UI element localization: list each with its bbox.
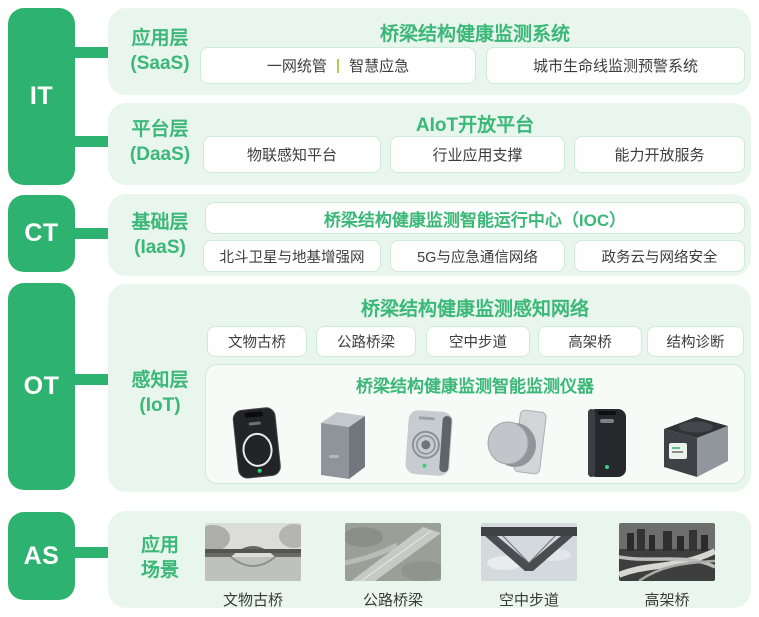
saas-box1-left: 一网统管 — [266, 58, 327, 75]
pillar-sensor-device-icon — [588, 409, 627, 477]
layer-name: 感知层 — [131, 370, 189, 391]
pillar-as-label: AS — [23, 541, 60, 570]
iaas-box-beidou: 北斗卫星与地基增强网 — [203, 240, 381, 272]
saas-box-unified-management: 一网统管 | 智慧应急 — [200, 47, 476, 84]
connector-daas — [68, 136, 114, 147]
iot-title: 桥梁结构健康监测感知网络 — [360, 299, 589, 320]
panel-iot: 桥梁结构健康监测感知网络 文物古桥 公路桥梁 空中步道 高架桥 结构诊断 感知层… — [108, 284, 751, 492]
layer-name: 应用层 — [131, 28, 189, 49]
iaas-title-box: 桥梁结构健康监测智能运行中心（IOC） — [205, 202, 745, 234]
cube-gateway-device-icon — [664, 417, 729, 477]
scene-label: 空中步道 — [498, 592, 559, 609]
layer-label-daas: 平台层 (DaaS) — [114, 117, 206, 167]
pillar-ot-label: OT — [23, 372, 60, 400]
saas-title: 桥梁结构健康监测系统 — [379, 24, 570, 45]
iaas-box-gov-cloud: 政务云与网络安全 — [574, 240, 745, 272]
panel-daas: 平台层 (DaaS) AIoT开放平台 物联感知平台 行业应用支撑 能力开放服务 — [108, 103, 751, 185]
iot-box-viaduct: 高架桥 — [538, 326, 642, 357]
highway-bridge-photo — [345, 523, 441, 581]
iot-box-highway-bridge: 公路桥梁 — [316, 326, 416, 357]
connector-scenes — [68, 547, 114, 558]
scene-highway-bridge: 公路桥梁 — [345, 523, 441, 610]
saas-box1-right: 智慧应急 — [349, 58, 410, 75]
saas-box1-separator: | — [335, 57, 341, 74]
pillar-ct: CT — [8, 195, 75, 272]
device-row — [212, 401, 738, 481]
layer-label-iaas: 基础层 (IaaS) — [114, 210, 206, 260]
connector-saas — [68, 47, 114, 58]
coil-sensor-device-icon — [405, 410, 453, 476]
viaduct-photo — [619, 523, 715, 581]
disc-sensor-device-icon — [487, 409, 547, 475]
layer-name-line2: 场景 — [140, 560, 179, 582]
scene-skywalk: 空中步道 — [481, 523, 577, 610]
layer-sub: (SaaS) — [130, 53, 190, 75]
connector-iaas — [68, 228, 114, 239]
panel-saas: 应用层 (SaaS) 桥梁结构健康监测系统 一网统管 | 智慧应急 城市生命线监… — [108, 8, 751, 95]
iot-box-structure-diagnosis: 结构诊断 — [647, 326, 744, 357]
handheld-monitor-device-icon — [232, 407, 281, 479]
box-sensor-device-icon — [321, 412, 366, 479]
layer-sub: (IoT) — [139, 395, 181, 417]
iot-box-ancient-bridge: 文物古桥 — [207, 326, 307, 357]
iaas-box-5g-network: 5G与应急通信网络 — [390, 240, 565, 272]
connector-iot — [68, 374, 114, 385]
pillar-it: IT — [8, 8, 75, 185]
layer-name: 平台层 — [131, 119, 189, 140]
layer-sub: (DaaS) — [129, 144, 191, 166]
panel-iaas: 基础层 (IaaS) 桥梁结构健康监测智能运行中心（IOC） 北斗卫星与地基增强… — [108, 194, 751, 276]
ancient-bridge-photo — [205, 523, 301, 581]
panel-scenes: 应用 场景 文物古桥 公路桥梁 — [108, 511, 751, 610]
layer-name-line1: 应用 — [140, 535, 179, 556]
scene-ancient-bridge: 文物古桥 — [205, 523, 301, 610]
daas-title: AIoT开放平台 — [415, 115, 535, 136]
scene-label: 公路桥梁 — [362, 592, 423, 609]
pillar-as: AS — [8, 512, 75, 600]
pillar-ct-label: CT — [24, 219, 59, 247]
pillar-ot: OT — [8, 283, 75, 490]
scene-label: 文物古桥 — [222, 592, 283, 609]
scene-label: 高架桥 — [644, 592, 690, 609]
layer-label-iot: 感知层 (IoT) — [114, 368, 206, 418]
layer-name: 基础层 — [131, 212, 189, 233]
iot-box-skywalk: 空中步道 — [426, 326, 530, 357]
scene-viaduct: 高架桥 — [619, 523, 715, 610]
daas-box-open-capability: 能力开放服务 — [574, 136, 745, 173]
daas-box-iot-platform: 物联感知平台 — [203, 136, 381, 173]
pillar-it-label: IT — [29, 82, 54, 110]
daas-box-industry-support: 行业应用支撑 — [390, 136, 565, 173]
layer-label-saas: 应用层 (SaaS) — [114, 26, 206, 76]
instrument-title: 桥梁结构健康监测智能监测仪器 — [356, 377, 594, 396]
layer-label-scenes: 应用 场景 — [122, 533, 198, 583]
skywalk-photo — [481, 523, 577, 581]
instrument-box: 桥梁结构健康监测智能监测仪器 — [205, 364, 745, 484]
saas-box-lifeline-system: 城市生命线监测预警系统 — [486, 47, 745, 84]
layer-sub: (IaaS) — [134, 237, 186, 259]
